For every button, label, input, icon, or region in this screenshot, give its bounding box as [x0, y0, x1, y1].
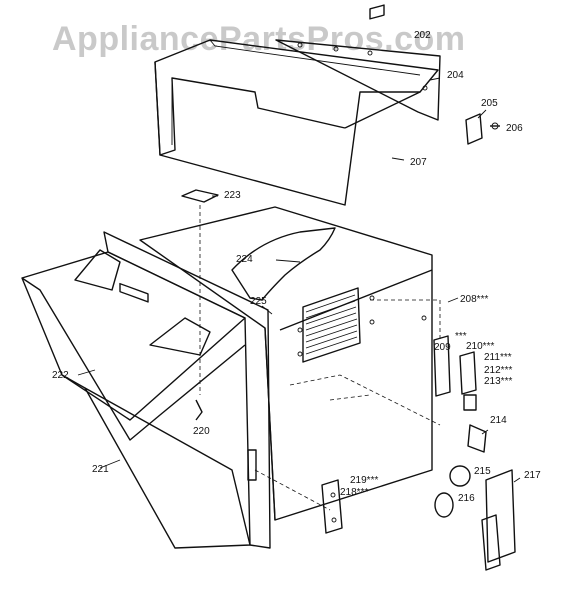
callout-205: 205 [481, 98, 498, 109]
back-panel-204 [275, 39, 441, 121]
callout-216: 216 [458, 493, 475, 504]
callout-220: 220 [193, 426, 210, 437]
callout-211: 211*** [484, 352, 512, 363]
switch-bracket-219 [321, 479, 343, 534]
leader-lines [77, 77, 521, 483]
callout-214: 214 [490, 415, 507, 426]
callout-labels: 202 204 205 206 207 208*** 209 210*** 21… [52, 30, 541, 504]
callout-224: 224 [236, 254, 253, 265]
callout-223: 223 [224, 190, 241, 201]
callout-206: 206 [506, 123, 523, 134]
pad-223 [181, 189, 219, 203]
callout-209: 209 [434, 342, 451, 353]
callout-217: 217 [524, 470, 541, 481]
callout-204: 204 [447, 70, 464, 81]
callout-209-stars: *** [455, 331, 467, 342]
plate-205 [465, 113, 483, 145]
callout-210: 210*** [466, 341, 494, 352]
callout-215: 215 [474, 466, 491, 477]
callout-222: 222 [52, 370, 69, 381]
callout-218: 218*** [340, 487, 368, 498]
callout-213: 213*** [484, 376, 512, 387]
oven-cavity [139, 206, 441, 521]
door-assembly [21, 231, 271, 549]
callout-221: 221 [92, 464, 109, 475]
callout-212: 212*** [484, 365, 512, 376]
callout-225: 225 [250, 296, 267, 307]
callout-202: 202 [414, 30, 431, 41]
outer-cabinet-207 [154, 4, 439, 206]
lamp-assembly [433, 335, 516, 571]
callout-207: 207 [410, 157, 427, 168]
callout-219: 219*** [350, 475, 378, 486]
callout-208: 208*** [460, 294, 488, 305]
